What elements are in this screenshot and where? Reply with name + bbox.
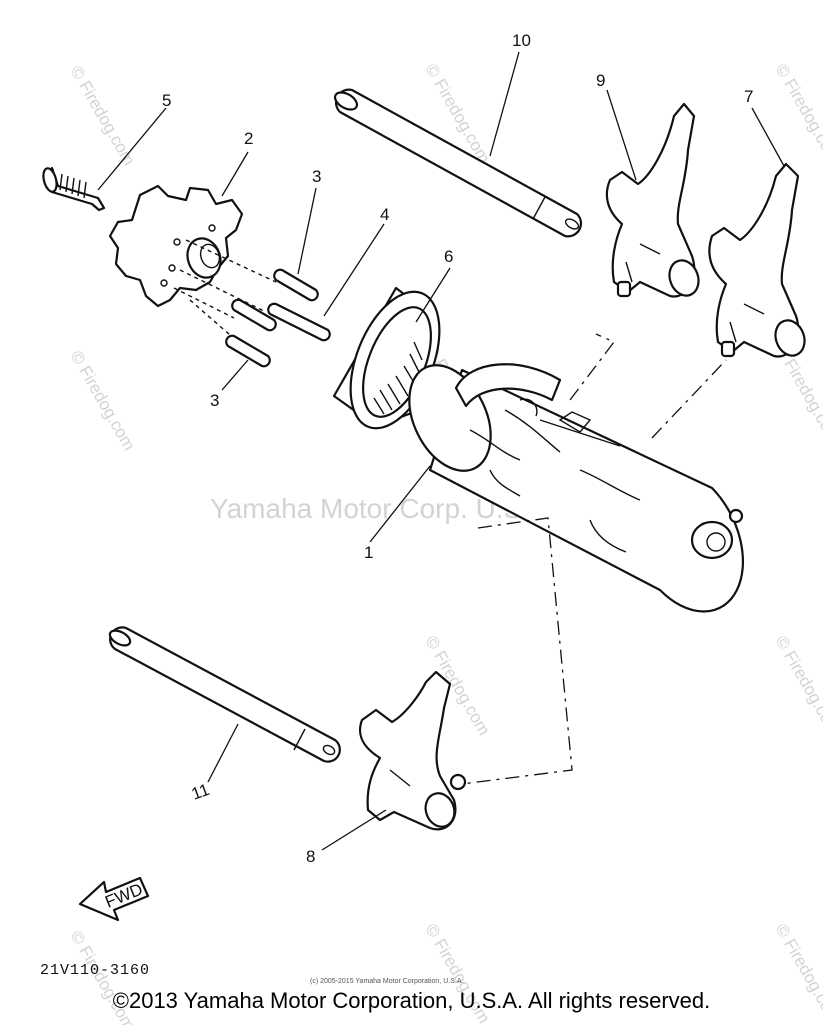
callout-1: 1 xyxy=(364,543,373,562)
callout-3-upper: 3 xyxy=(312,167,321,186)
reference-lines xyxy=(461,333,727,785)
part-9-shift-fork xyxy=(605,102,700,298)
part-5-screw xyxy=(42,166,106,212)
callout-2: 2 xyxy=(244,129,253,148)
part-11-guide-bar xyxy=(108,626,341,763)
leader-lines xyxy=(97,51,785,851)
callout-3-lower: 3 xyxy=(210,391,219,410)
part-8-shift-fork xyxy=(358,670,467,831)
diagram-code: 21V110-3160 xyxy=(40,962,150,979)
fwd-arrow: FWD xyxy=(78,876,150,922)
part-4-dowel-pin xyxy=(267,302,331,342)
callout-6: 6 xyxy=(444,247,453,266)
part-7-shift-fork xyxy=(708,162,806,358)
small-copyright: (c) 2005-2015 Yamaha Motor Corporation, … xyxy=(310,978,463,985)
callout-4: 4 xyxy=(380,205,389,224)
watermark-tile: © Firedog.com xyxy=(67,348,139,454)
watermark-tile: © Firedog.com xyxy=(772,633,823,739)
callout-11: 11 xyxy=(189,780,212,804)
callout-7: 7 xyxy=(744,87,753,106)
part-2-segment xyxy=(108,184,244,308)
callout-numbers: 1 2 3 3 4 5 6 7 8 9 10 11 xyxy=(162,31,753,866)
part-1-shift-drum xyxy=(408,363,745,613)
callout-8: 8 xyxy=(306,847,315,866)
part-10-guide-bar xyxy=(333,88,583,238)
part-3-pins xyxy=(225,268,319,368)
callout-9: 9 xyxy=(596,71,605,90)
copyright-footer: ©2013 Yamaha Motor Corporation, U.S.A. A… xyxy=(112,988,711,1013)
callout-10: 10 xyxy=(512,31,531,50)
watermark-tile: © Firedog.com xyxy=(772,61,823,167)
pin-alignment-lines xyxy=(173,239,277,343)
callout-5: 5 xyxy=(162,91,171,110)
